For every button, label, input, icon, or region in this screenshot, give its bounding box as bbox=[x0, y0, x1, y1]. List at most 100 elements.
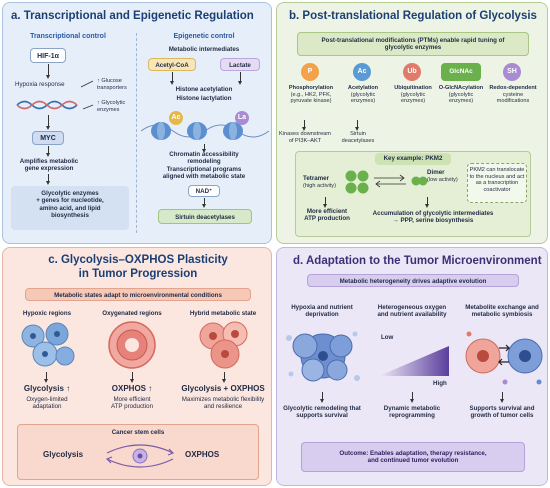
ptm-badge-icon: GlcNAc bbox=[441, 63, 481, 81]
arrow-col1-down bbox=[320, 392, 324, 403]
reversible-arrow-icon bbox=[374, 174, 406, 188]
accum-line1: Accumulation of glycolytic intermediates bbox=[372, 210, 494, 217]
col3-line1: Metabolite exchange and bbox=[465, 304, 539, 311]
kinases-line2: of PI3K–AKT bbox=[288, 137, 322, 144]
arrow-dimer-down bbox=[425, 197, 429, 208]
panel-a: a. Transcriptional and Epigenetic Regula… bbox=[2, 2, 272, 244]
tetramer-label: Tetramer bbox=[303, 175, 330, 182]
ptm-label: Phosphorylation(e.g., HK2, PFK,pyruvate … bbox=[281, 85, 341, 105]
arrow-acetyl-down bbox=[170, 72, 174, 85]
outcome-line1: Outcome: Enables adaptation, therapy res… bbox=[339, 450, 487, 457]
ptm-banner: Post-translational modifications (PTMs) … bbox=[297, 32, 529, 56]
metabolic-intermediates-label: Metabolic intermediates bbox=[168, 46, 240, 53]
chromatin-line1: Chromatin accessibility bbox=[169, 151, 239, 158]
ptm-label-line: (glycolytic bbox=[350, 91, 376, 98]
amplifies-line1: Amplifies metabolic bbox=[19, 158, 79, 165]
col1-line2: deprivation bbox=[305, 311, 339, 319]
ptm-badge-icon: Ac bbox=[353, 63, 371, 81]
translocate-line2: to the nucleus and act bbox=[469, 173, 525, 180]
hif-1a-box: HIF-1α bbox=[30, 48, 66, 63]
ptm-label-line: (glycolytic bbox=[400, 91, 426, 98]
out3-line1: Supports survival and bbox=[469, 405, 535, 412]
chromatin-label: Chromatin accessibility remodeling Trans… bbox=[137, 151, 271, 181]
outcome-box: Outcome: Enables adaptation, therapy res… bbox=[301, 442, 525, 472]
translocate-line3: as a transcription bbox=[475, 180, 519, 187]
histone-lactylation-label: Histone lactylation bbox=[176, 95, 232, 102]
nad-box: NAD⁺ bbox=[188, 185, 220, 197]
arrow-dna-to-myc bbox=[46, 115, 50, 130]
glucose-transporters-line1: ↑ Glucose bbox=[97, 78, 122, 84]
glyco-genes-line1: Glycolytic enzymes bbox=[41, 190, 99, 197]
efficient-line2: ATP production bbox=[304, 215, 350, 223]
arrow-kinases bbox=[302, 120, 306, 131]
ptm-label-line: pyruvate kinase) bbox=[290, 98, 332, 105]
oxygenated-vessel-icon bbox=[108, 321, 156, 369]
outcome-line2: and continued tumor evolution bbox=[367, 457, 459, 465]
column-divider bbox=[136, 33, 137, 233]
epigenetic-control-header: Epigenetic control bbox=[173, 33, 235, 40]
panel-c-title-line2: in Tumor Progression bbox=[78, 268, 198, 280]
lactate-box: Lactate bbox=[220, 58, 260, 71]
out2-line2: reprogramming bbox=[389, 412, 435, 420]
arrow-nad-to-sirtuin bbox=[202, 198, 206, 208]
panel-c-title-line1: c. Glycolysis–OXPHOS Plasticity bbox=[48, 254, 228, 266]
ptm-label-line: (e.g., HK2, PFK, bbox=[290, 91, 332, 98]
gradient-high-label: High bbox=[433, 380, 447, 387]
hypoxic-regions-label: Hypoxic regions bbox=[22, 310, 72, 317]
la-mark-icon: La bbox=[235, 111, 249, 125]
arrow-col2-down bbox=[410, 392, 414, 403]
sirtuin-box: Sirtuin deacetylases bbox=[158, 209, 252, 224]
maximizes-line1: Maximizes metabolic flexibility bbox=[181, 396, 265, 403]
ptm-label-line: O-GlcNAcylation bbox=[438, 85, 484, 91]
ptm-label-line: Ubiquitination bbox=[394, 85, 432, 91]
hypoxic-cell-cluster-icon bbox=[21, 322, 75, 367]
glyco-genes-line4: biosynthesis bbox=[51, 212, 89, 220]
dna-helix-icon bbox=[16, 100, 78, 110]
transcriptional-control-header: Transcriptional control bbox=[30, 33, 106, 40]
glyco-genes-line3: amino acid, and lipid bbox=[39, 204, 101, 212]
hypoxic-tumor-cluster-icon bbox=[286, 331, 360, 382]
oxygenated-regions-label: Oxygenated regions bbox=[102, 310, 162, 317]
col3-line2: metabolic symbiosis bbox=[471, 311, 533, 319]
arrow-hypoxic-down bbox=[44, 372, 48, 383]
branch-arrows bbox=[80, 80, 94, 110]
ptm-label-line: enzymes) bbox=[448, 98, 474, 105]
gradient-low-label: Low bbox=[381, 334, 394, 341]
glycolysis-up-label: Glycolysis ↑ bbox=[23, 384, 71, 393]
glycolytic-enzymes-line2: enzymes bbox=[97, 106, 120, 113]
maximizes-line2: and resilience bbox=[203, 403, 243, 411]
csc-switch-arrows-icon bbox=[105, 444, 175, 468]
panel-c-banner: Metabolic states adapt to microenvironme… bbox=[25, 288, 251, 301]
accum-line2: → PPP, serine biosynthesis bbox=[392, 217, 474, 225]
kinases-line1: Kinases downstream bbox=[279, 131, 331, 137]
out3-line2: growth of tumor cells bbox=[470, 412, 534, 420]
dimer-label: Dimer bbox=[427, 169, 445, 176]
tetramer-icon bbox=[345, 170, 369, 194]
arrow-col3-down bbox=[500, 392, 504, 403]
translocate-line1: PKM2 can translocate bbox=[469, 167, 525, 173]
panel-c: c. Glycolysis–OXPHOS Plasticity in Tumor… bbox=[2, 247, 272, 486]
glyco-genes-line2: + genes for nucleotide, bbox=[36, 197, 104, 205]
ptm-label-line: enzymes) bbox=[350, 98, 376, 105]
hybrid-cell-cluster-icon bbox=[199, 321, 248, 369]
csc-oxphos-label: OXPHOS bbox=[185, 450, 220, 459]
pkm2-header: Key example: PKM2 bbox=[375, 153, 451, 165]
more-efficient-line2: ATP production bbox=[110, 403, 154, 411]
arrow-to-chromatin bbox=[202, 144, 206, 153]
ptm-badge-icon: P bbox=[301, 63, 319, 81]
csc-header: Cancer stem cells bbox=[111, 429, 165, 436]
ptm-banner-line1: Post-translational modifications (PTMs) … bbox=[321, 37, 505, 44]
arrow-lactate-down bbox=[238, 72, 242, 85]
translocate-box: PKM2 can translocate to the nucleus and … bbox=[467, 163, 527, 203]
